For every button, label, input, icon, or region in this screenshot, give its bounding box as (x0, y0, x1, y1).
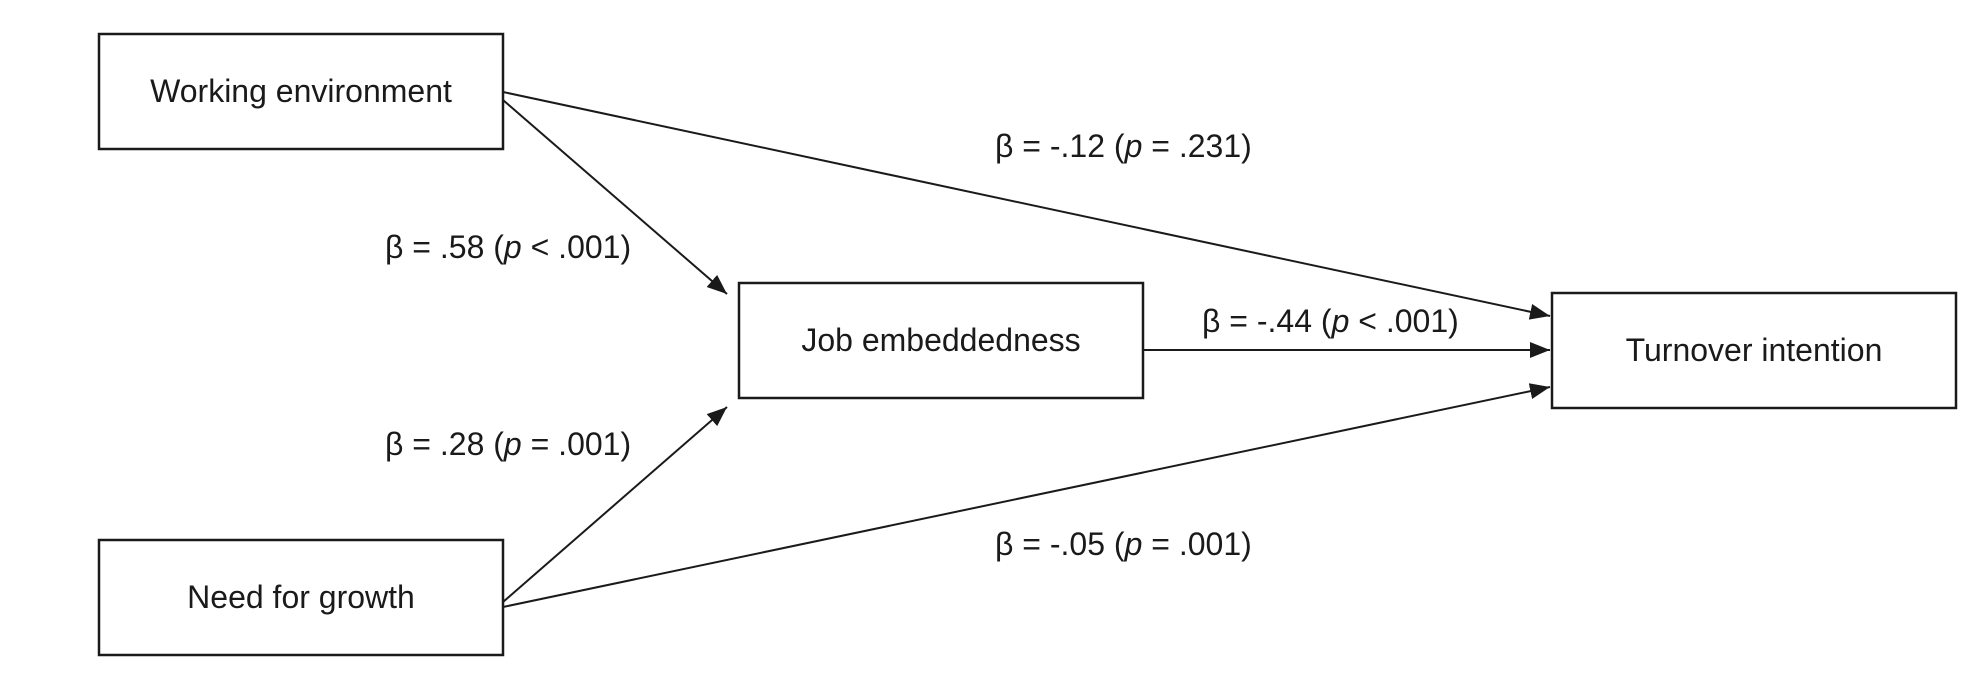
edge-label-nfg-je: β = .28 (p = .001) (385, 426, 631, 462)
node-need-for-growth: Need for growth (97, 538, 505, 657)
edge-label-we-je: β = .58 (p < .001) (385, 229, 631, 265)
edge-need-for-growth-to-job-embeddedness (502, 406, 728, 603)
node-working-environment: Working environment (97, 32, 505, 151)
node-label-job-embeddedness: Job embeddedness (801, 322, 1080, 358)
edge-working-environment-to-job-embeddedness (502, 99, 728, 295)
node-label-turnover-intention: Turnover intention (1626, 332, 1883, 368)
edge-label-je-ti: β = -.44 (p < .001) (1202, 303, 1459, 339)
edge-label-we-ti: β = -.12 (p = .231) (995, 128, 1252, 164)
edge-need-for-growth-to-turnover-intention (502, 383, 1551, 608)
edge-label-nfg-ti: β = -.05 (p = .001) (995, 526, 1252, 562)
node-turnover-intention: Turnover intention (1550, 291, 1958, 410)
node-label-need-for-growth: Need for growth (187, 579, 415, 615)
node-label-working-environment: Working environment (150, 73, 452, 109)
node-job-embeddedness: Job embeddedness (737, 281, 1145, 400)
edge-working-environment-to-turnover-intention (502, 91, 1551, 320)
